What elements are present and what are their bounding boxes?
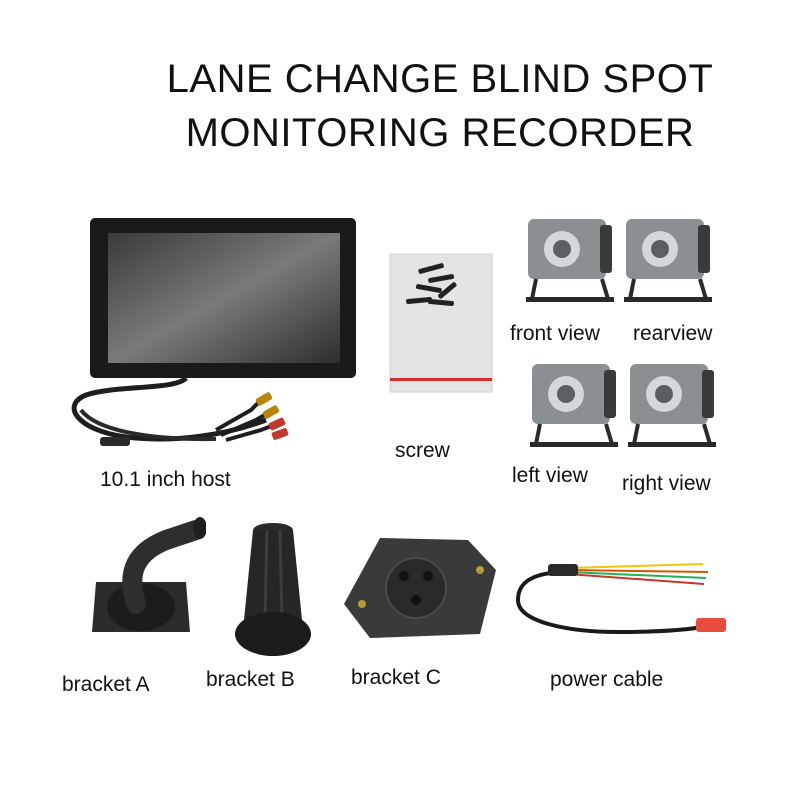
power-cable-icon — [508, 550, 748, 646]
bracket-a-icon — [86, 512, 206, 662]
camera-icon — [526, 360, 622, 452]
screw-bag-icon — [388, 252, 494, 394]
item-label: left view — [512, 464, 588, 487]
title-line-2: MONITORING RECORDER — [185, 111, 695, 155]
item-label: bracket C — [351, 666, 441, 689]
item-label: rearview — [633, 322, 713, 345]
item-label: bracket A — [62, 673, 150, 696]
monitor-icon — [56, 215, 366, 460]
item-label: 10.1 inch host — [100, 468, 231, 491]
item-label: bracket B — [206, 668, 295, 691]
page-title: LANE CHANGE BLIND SPOT MONITORING RECORD… — [140, 52, 740, 160]
bracket-b-icon — [232, 520, 314, 660]
camera-icon — [522, 215, 618, 307]
item-label: right view — [622, 472, 711, 495]
bracket-c-icon — [340, 534, 500, 642]
camera-icon — [624, 360, 720, 452]
title-line-1: LANE CHANGE BLIND SPOT — [166, 57, 714, 101]
item-label: front view — [510, 322, 600, 345]
item-label: power cable — [550, 668, 664, 691]
camera-icon — [620, 215, 716, 307]
item-label: screw — [395, 439, 450, 462]
